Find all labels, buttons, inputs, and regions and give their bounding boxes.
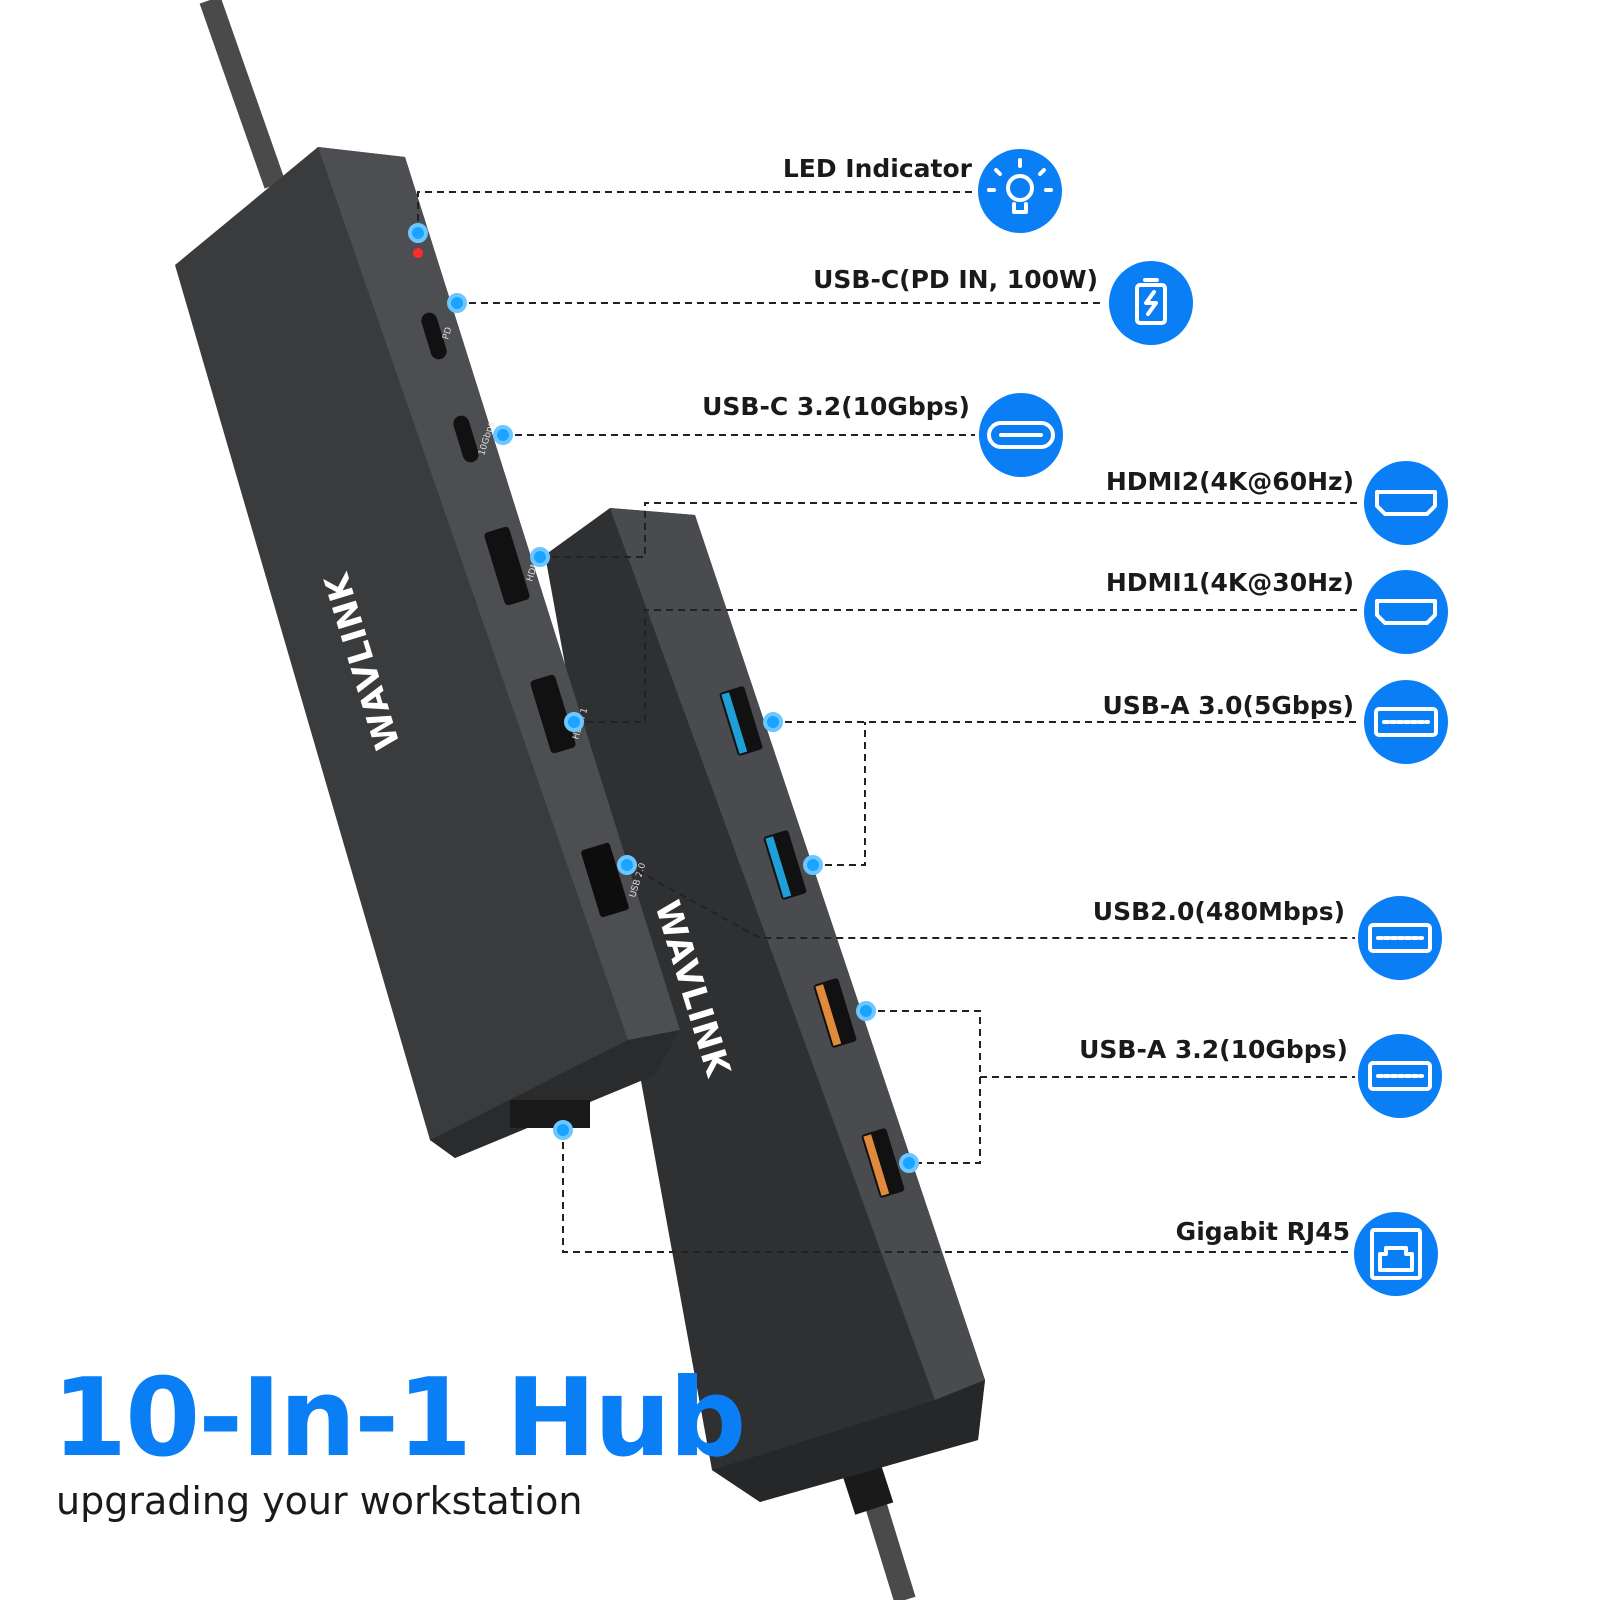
port-mark-pd: PD xyxy=(441,326,454,341)
lightbulb-icon xyxy=(978,149,1062,233)
label-hdmi1: HDMI1(4K@30Hz) xyxy=(1106,568,1354,597)
usb-c-pd-port xyxy=(421,312,447,360)
usb-a-icon xyxy=(1358,1034,1442,1118)
hub-rear: WAVLINK xyxy=(545,508,985,1502)
usb-c-icon xyxy=(979,393,1063,477)
label-usb-a-32: USB-A 3.2(10Gbps) xyxy=(1079,1035,1348,1064)
label-rj45: Gigabit RJ45 xyxy=(1176,1217,1350,1246)
hdmi2-icon xyxy=(1364,461,1448,545)
usb-a-icon xyxy=(1358,896,1442,980)
label-usb-c-pd: USB-C(PD IN, 100W) xyxy=(813,265,1098,294)
label-usb-a-30: USB-A 3.0(5Gbps) xyxy=(1102,691,1354,720)
usb-c-10gbps-port xyxy=(453,415,479,463)
hdmi1-icon xyxy=(1364,570,1448,654)
ethernet-icon xyxy=(1354,1212,1438,1296)
label-usb-c-32: USB-C 3.2(10Gbps) xyxy=(702,392,970,421)
hub-front: PD 10Gbps HDMI 2 HDMI 1 USB 2.0 WAVLINK xyxy=(175,147,680,1158)
rj45-port xyxy=(510,1100,590,1128)
label-hdmi2: HDMI2(4K@60Hz) xyxy=(1106,467,1354,496)
cable-top xyxy=(199,0,286,189)
label-led-indicator: LED Indicator xyxy=(783,154,973,183)
leader-lines xyxy=(417,191,1360,1253)
label-usb20: USB2.0(480Mbps) xyxy=(1093,897,1345,926)
charging-battery-icon xyxy=(1109,261,1193,345)
product-title: 10-In-1 Hub xyxy=(52,1356,746,1481)
hdmi2-port xyxy=(484,526,530,606)
hdmi1-port xyxy=(530,674,576,754)
led-red xyxy=(413,248,423,258)
port-markers xyxy=(408,223,919,1173)
product-subtitle: upgrading your workstation xyxy=(56,1479,583,1523)
usb2-port xyxy=(581,842,629,918)
usb-a-icon xyxy=(1364,680,1448,764)
